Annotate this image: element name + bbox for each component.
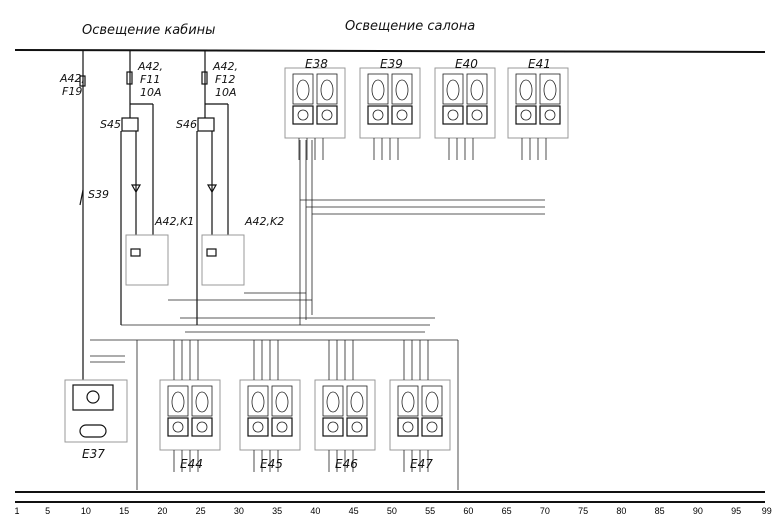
scale-tick-label: 1 [14, 506, 19, 516]
scale-tick-label: 90 [693, 506, 703, 516]
lamp-unit-top-2-label: E40 [455, 57, 478, 71]
scale-tick-label: 10 [81, 506, 91, 516]
relay-k2-label: A42,K2 [244, 215, 284, 228]
lamp-unit-bottom-2: E46 [314, 379, 376, 472]
scale-tick-label: 85 [655, 506, 665, 516]
cabin-lamp-e37: E37 [64, 379, 128, 461]
lamp-e37-label: E37 [82, 447, 105, 461]
fuse-f19-name: F19 [62, 85, 82, 98]
fuse-f12-id: A42, [212, 60, 238, 73]
fuse-f11-branch: A42, F11 10A S45 A42,K1 [100, 50, 194, 325]
switch-s39-label: S39 [88, 188, 109, 201]
lamp-unit-bottom-1-label: E45 [260, 457, 283, 471]
distribution-wiring [90, 140, 545, 490]
scale-tick-label: 75 [578, 506, 588, 516]
lamp-unit-top-1: E39 [359, 57, 421, 160]
scale-tick-label: 99 [762, 506, 772, 516]
lamp-unit-top-2: E40 [434, 57, 496, 160]
fuse-f11-id: A42, [137, 60, 163, 73]
lamp-unit-bottom-0: E44 [159, 379, 221, 472]
lamp-unit-top-3-label: E41 [528, 57, 551, 71]
scale-tick-label: 35 [272, 506, 282, 516]
fuse-f19-id: A42, [59, 72, 85, 85]
lamp-unit-bottom-0-label: E44 [180, 457, 203, 471]
scale-tick-label: 20 [157, 506, 167, 516]
cabin-lighting-title: Освещение кабины [82, 23, 215, 38]
lamp-unit-top-3: E41 [507, 57, 569, 160]
lamp-unit-bottom-1: E45 [239, 379, 301, 472]
scale-tick-label: 80 [616, 506, 626, 516]
scale-tick-label: 15 [119, 506, 129, 516]
lamp-unit-top-0: E38 [284, 57, 346, 160]
lamp-unit-bottom-3-label: E47 [410, 457, 433, 471]
fuse-f12-rating: 10A [215, 86, 237, 99]
lamp-unit-top-0-label: E38 [305, 57, 328, 71]
relay-k1-label: A42,K1 [154, 215, 194, 228]
fuse-f19-branch: A42, F19 S39 [59, 50, 109, 380]
scale-tick-label: 30 [234, 506, 244, 516]
lamp-unit-bottom-3: E47 [389, 379, 451, 472]
salon-lighting-title: Освещение салона [345, 19, 475, 34]
fuse-f11-rating: 10A [140, 86, 162, 99]
scale-tick-label: 50 [387, 506, 397, 516]
scale-tick-label: 55 [425, 506, 435, 516]
top-power-bus [14, 49, 766, 53]
lamp-unit-top-1-label: E39 [380, 57, 403, 71]
scale-tick-label: 40 [310, 506, 320, 516]
switch-s45-label: S45 [100, 118, 121, 131]
fuse-f12-name: F12 [215, 73, 235, 86]
scale-tick-label: 95 [731, 506, 741, 516]
lamp-unit-bottom-2-label: E46 [335, 457, 358, 471]
scale-tick-label: 25 [196, 506, 206, 516]
scale-tick-label: 5 [45, 506, 50, 516]
fuse-f12-branch: A42, F12 10A S46 A42,K2 [176, 50, 284, 325]
scale-tick-label: 70 [540, 506, 550, 516]
scale-tick-label: 65 [502, 506, 512, 516]
fuse-f11-name: F11 [140, 73, 160, 86]
switch-s46-label: S46 [176, 118, 197, 131]
scale-tick-label: 45 [349, 506, 359, 516]
scale-tick-label: 60 [463, 506, 473, 516]
